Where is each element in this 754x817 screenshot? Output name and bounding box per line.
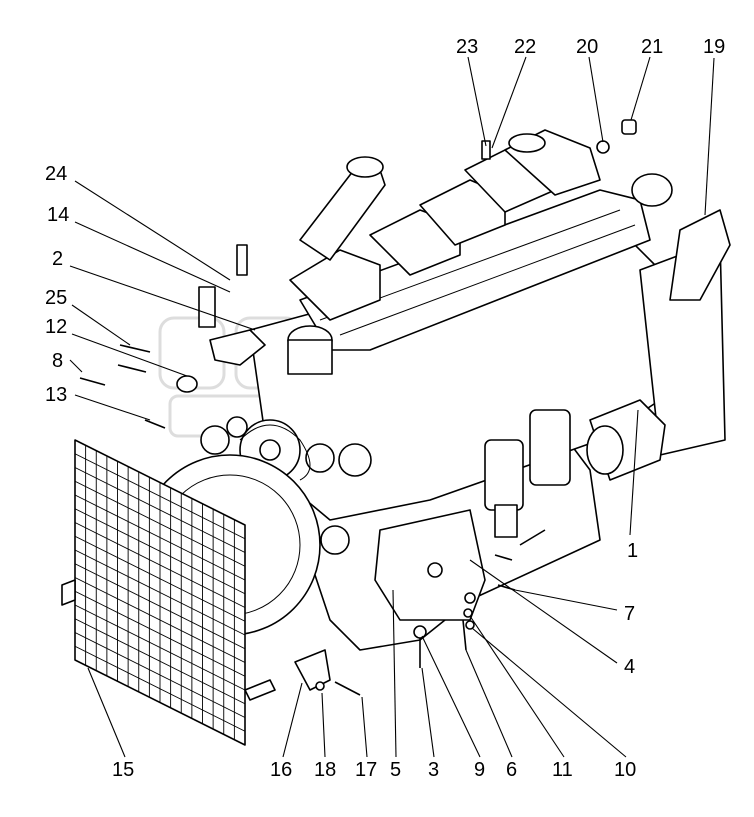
fitting-13	[144, 419, 166, 429]
mount-hole	[427, 562, 443, 578]
callout-16: 16	[270, 759, 292, 781]
bolt-4	[494, 554, 513, 561]
oil-filter-body	[287, 339, 333, 375]
water-pump-pulley	[338, 443, 372, 477]
callout-14: 14	[47, 204, 69, 226]
leader-lines	[69, 56, 715, 758]
callout-9: 9	[474, 759, 485, 781]
callout-1: 1	[627, 540, 638, 562]
bolt-17	[334, 681, 361, 696]
bolt-8	[79, 377, 106, 386]
nut-6	[464, 592, 476, 604]
callout-11: 11	[552, 759, 573, 781]
pump-housing	[669, 209, 731, 301]
starter-end	[586, 425, 624, 475]
hose-14	[198, 286, 216, 328]
washer-10	[465, 620, 475, 630]
bracket-16	[294, 649, 331, 691]
oil-filler-cap	[508, 133, 546, 153]
callout-22: 22	[514, 36, 536, 58]
callout-24: 24	[45, 163, 67, 185]
plug-12	[176, 375, 198, 393]
callout-10: 10	[614, 759, 636, 781]
callout-13: 13	[45, 384, 67, 406]
alternator-pulley	[305, 443, 335, 473]
cap-21	[621, 119, 637, 135]
turbo-flange	[631, 173, 673, 207]
callout-7: 7	[624, 603, 635, 625]
fan-guard-grid	[74, 445, 246, 740]
callout-17: 17	[355, 759, 377, 781]
tensioner-pulley	[226, 416, 248, 438]
thermostat-housing	[209, 329, 266, 366]
callout-15: 15	[112, 759, 134, 781]
bolt-25	[119, 344, 151, 353]
bolt-1	[519, 529, 546, 546]
callout-4: 4	[624, 656, 635, 678]
nut-18	[315, 681, 325, 691]
callout-20: 20	[576, 36, 598, 58]
fuel-filter-2	[529, 409, 571, 486]
bolt-25b	[117, 364, 147, 373]
guard-foot	[244, 679, 276, 701]
seal-ring-20	[596, 140, 610, 154]
callout-8: 8	[52, 350, 63, 372]
crank-pulley-hub	[259, 439, 281, 461]
callout-3: 3	[428, 759, 439, 781]
callout-23: 23	[456, 36, 478, 58]
washer-11	[463, 608, 473, 618]
callout-19: 19	[703, 36, 725, 58]
air-intake-pipe	[299, 162, 386, 261]
callout-2: 2	[52, 248, 63, 270]
bolt-9	[462, 619, 467, 651]
callout-25: 25	[45, 287, 67, 309]
callout-labels: 23 22 20 21 19 24 14 2 25 12 8 13 1 7 4 …	[45, 36, 725, 781]
guard-tab	[61, 579, 76, 606]
lower-pulley	[320, 525, 350, 555]
fuel-filter-1	[484, 439, 524, 511]
radiator-fan-guard	[61, 439, 321, 746]
callout-6: 6	[506, 759, 517, 781]
idler-pulley	[200, 425, 230, 455]
callout-18: 18	[314, 759, 336, 781]
washer-5	[413, 625, 427, 639]
plug-23	[481, 140, 491, 160]
callout-5: 5	[390, 759, 401, 781]
callout-12: 12	[45, 316, 67, 338]
engine-drawing	[79, 119, 731, 696]
callout-21: 21	[641, 36, 663, 58]
fuel-filter-1-bowl	[494, 504, 518, 538]
fitting-24	[236, 244, 248, 276]
intake-pipe-mouth	[346, 156, 384, 178]
